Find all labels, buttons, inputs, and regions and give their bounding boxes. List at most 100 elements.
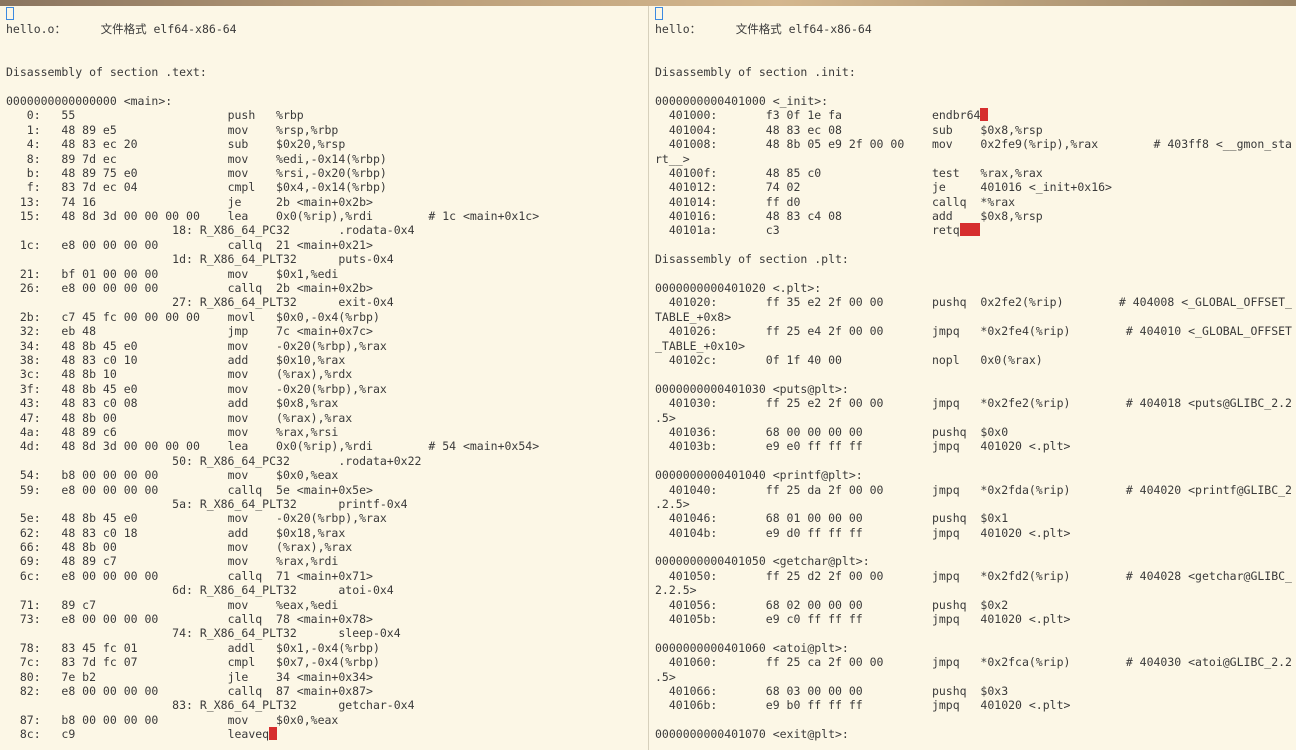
left-text-line: 6c: e8 00 00 00 00 callq 71 <main+0x71>: [6, 568, 373, 583]
left-text-line: [0, 51, 648, 65]
right-text-line: .5>: [655, 669, 676, 684]
right-text-line: 2.2.5>: [655, 583, 697, 598]
right-text-line: [650, 51, 1296, 65]
right-text-line: 0000000000401070 <exit@plt>:: [655, 727, 849, 742]
left-text-line: 3c: 48 8b 10 mov (%rax),%rdx: [6, 367, 353, 382]
left-text-line: 4: 48 83 ec 20 sub $0x20,%rsp: [6, 137, 346, 152]
right-text-line: 401020: ff 35 e2 2f 00 00 pushq 0x2fe2(%…: [655, 295, 1292, 310]
right-text-line: 401030: ff 25 e2 2f 00 00 jmpq *0x2fe2(%…: [655, 396, 1292, 411]
right-text-line: 40101a: c3 retq: [650, 223, 1296, 237]
left-text-line: 69: 48 89 c7 mov %rax,%rdi: [6, 554, 339, 569]
right-text-line: 401012: 74 02 je 401016 <_init+0x16>: [655, 180, 1112, 195]
right-text-line: _TABLE_+0x10>: [655, 338, 746, 353]
right-text-line: 401040: ff 25 da 2f 00 00 jmpq *0x2fda(%…: [655, 482, 1292, 497]
right-text-line: 40106b: e9 b0 ff ff ff jmpq 401020 <.plt…: [655, 698, 1071, 713]
left-text-line: 66: 48 8b 00 mov (%rax),%rax: [6, 540, 353, 555]
right-text-line: Disassembly of section .plt:: [655, 252, 849, 267]
right-text-line: 401026: ff 25 e4 2f 00 00 jmpq *0x2fe4(%…: [655, 324, 1292, 339]
right-text-line: 0000000000401060 <atoi@plt>:: [655, 640, 849, 655]
text-cursor: [959, 223, 980, 237]
right-text-line: 401016: 48 83 c4 08 add $0x8,%rsp: [655, 209, 1043, 224]
right-pane-cursor-indicator: [655, 7, 663, 20]
left-text-line: 43: 48 83 c0 08 add $0x8,%rax: [6, 396, 339, 411]
right-text-line: [650, 540, 1296, 554]
left-text-line: 7c: 83 7d fc 07 cmpl $0x7,-0x4(%rbp): [6, 655, 380, 670]
right-text-line: 401004: 48 83 ec 08 sub $0x8,%rsp: [655, 122, 1043, 137]
left-text-line: 50: R_X86_64_PC32 .rodata+0x22: [6, 453, 422, 468]
right-text-line: 40105b: e9 c0 ff ff ff jmpq 401020 <.plt…: [655, 612, 1071, 627]
right-text-line: hello： 文件格式 elf64-x86-64: [655, 22, 872, 36]
right-text-line: [650, 626, 1296, 640]
left-pane-cursor-indicator: [6, 7, 14, 20]
right-text-line: [650, 713, 1296, 727]
left-text-line: 62: 48 83 c0 18 add $0x18,%rax: [6, 525, 346, 540]
right-text-line: 40103b: e9 e0 ff ff ff jmpq 401020 <.plt…: [655, 439, 1071, 454]
right-text-line: 401008: 48 8b 05 e9 2f 00 00 mov 0x2fe9(…: [655, 137, 1292, 152]
left-text-line: [0, 80, 648, 94]
left-text-line: 18: R_X86_64_PC32 .rodata-0x4: [6, 223, 415, 238]
left-text-line: [0, 36, 648, 50]
right-text-line: [650, 367, 1296, 381]
right-text-line: 401014: ff d0 callq *%rax: [655, 194, 1016, 209]
right-text-line: [650, 454, 1296, 468]
right-text-line: 401066: 68 03 00 00 00 pushq $0x3: [655, 683, 1009, 698]
left-text-line: 87: b8 00 00 00 00 mov $0x0,%eax: [6, 712, 339, 727]
left-text-line: 3f: 48 8b 45 e0 mov -0x20(%rbp),%rax: [6, 381, 387, 396]
left-text-line: 1: 48 89 e5 mov %rsp,%rbp: [6, 122, 339, 137]
left-text-line: 80: 7e b2 jle 34 <main+0x34>: [6, 669, 373, 684]
left-text-line: 1d: R_X86_64_PLT32 puts-0x4: [6, 252, 394, 267]
left-text-line: 13: 74 16 je 2b <main+0x2b>: [6, 194, 373, 209]
left-text-line: 5e: 48 8b 45 e0 mov -0x20(%rbp),%rax: [6, 511, 387, 526]
window-top-bar: [0, 0, 1296, 6]
left-text-line: 0000000000000000 <main>:: [6, 93, 173, 108]
left-text-line: 34: 48 8b 45 e0 mov -0x20(%rbp),%rax: [6, 338, 387, 353]
left-text-line: 6d: R_X86_64_PLT32 atoi-0x4: [6, 583, 394, 598]
right-text-line: TABLE_+0x8>: [655, 309, 732, 324]
right-text-line: 0000000000401050 <getchar@plt>:: [655, 554, 870, 569]
left-text-line: 32: eb 48 jmp 7c <main+0x7c>: [6, 324, 373, 339]
right-text-line: [650, 238, 1296, 252]
right-text-line: .2.5>: [655, 496, 690, 511]
right-text-line: 40104b: e9 d0 ff ff ff jmpq 401020 <.plt…: [655, 525, 1071, 540]
right-text-line: 401050: ff 25 d2 2f 00 00 jmpq *0x2fd2(%…: [655, 568, 1292, 583]
left-text-line: 71: 89 c7 mov %eax,%edi: [6, 597, 339, 612]
left-text-line: 38: 48 83 c0 10 add $0x10,%rax: [6, 352, 346, 367]
right-text-line: 0000000000401020 <.plt>:: [655, 281, 822, 296]
right-text-line: 401036: 68 00 00 00 00 pushq $0x0: [655, 424, 1009, 439]
right-text-line: 401060: ff 25 ca 2f 00 00 jmpq *0x2fca(%…: [655, 655, 1292, 670]
left-text-line: 2b: c7 45 fc 00 00 00 00 movl $0x0,-0x4(…: [6, 309, 380, 324]
right-text-line: 40100f: 48 85 c0 test %rax,%rax: [655, 165, 1043, 180]
right-text-line: 401046: 68 01 00 00 00 pushq $0x1: [655, 511, 1009, 526]
right-text-line: [650, 267, 1296, 281]
text-cursor: [980, 108, 989, 122]
right-text-line: rt__>: [655, 151, 690, 166]
right-text-line: 0000000000401040 <printf@plt>:: [655, 468, 863, 483]
left-text-line: 47: 48 8b 00 mov (%rax),%rax: [6, 410, 353, 425]
left-text-line: 8c: c9 leaveq: [0, 727, 648, 741]
right-text-line: 40102c: 0f 1f 40 00 nopl 0x0(%rax): [655, 352, 1043, 367]
left-text-line: 4d: 48 8d 3d 00 00 00 00 lea 0x0(%rip),%…: [6, 439, 540, 454]
right-text-line: 401056: 68 02 00 00 00 pushq $0x2: [655, 597, 1009, 612]
right-text-line: .5>: [655, 410, 676, 425]
left-text-line: 4a: 48 89 c6 mov %rax,%rsi: [6, 424, 339, 439]
left-text-line: 21: bf 01 00 00 00 mov $0x1,%edi: [6, 266, 339, 281]
left-text-line: 54: b8 00 00 00 00 mov $0x0,%eax: [6, 468, 339, 483]
left-text-line: 27: R_X86_64_PLT32 exit-0x4: [6, 295, 394, 310]
left-text-line: 26: e8 00 00 00 00 callq 2b <main+0x2b>: [6, 281, 373, 296]
left-text-line: 0: 55 push %rbp: [6, 108, 304, 123]
right-text-line: 401000: f3 0f 1e fa endbr64: [650, 108, 1296, 122]
left-text-line: 1c: e8 00 00 00 00 callq 21 <main+0x21>: [6, 237, 373, 252]
left-text-line: 74: R_X86_64_PLT32 sleep-0x4: [6, 626, 401, 641]
left-text-line: hello.o： 文件格式 elf64-x86-64: [6, 22, 237, 36]
left-text-line: f: 83 7d ec 04 cmpl $0x4,-0x14(%rbp): [6, 180, 387, 195]
right-text-line: [650, 80, 1296, 94]
left-text-line: Disassembly of section .text:: [6, 65, 207, 80]
right-text-line: [650, 36, 1296, 50]
left-text-line: 15: 48 8d 3d 00 00 00 00 lea 0x0(%rip),%…: [6, 209, 540, 224]
left-text-line: 78: 83 45 fc 01 addl $0x1,-0x4(%rbp): [6, 640, 380, 655]
left-text-line: b: 48 89 75 e0 mov %rsi,-0x20(%rbp): [6, 165, 387, 180]
